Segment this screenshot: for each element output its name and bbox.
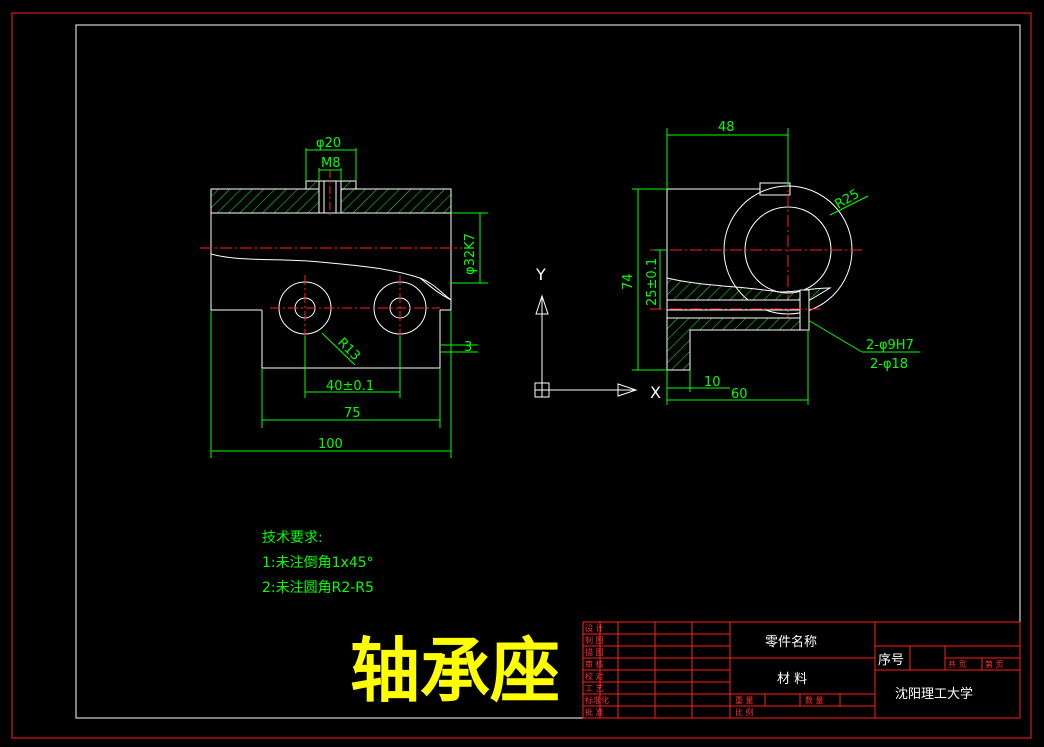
left-view: φ20 M8 φ32K7 R13 3 40±0.1 75 100	[200, 136, 488, 458]
y-axis-label: Y	[535, 265, 546, 284]
tb-row-1: 设 计	[585, 623, 604, 633]
dim-74: 74	[621, 273, 636, 290]
dim-75: 75	[344, 406, 361, 421]
tb-row-7: 标准化	[585, 695, 609, 705]
dim-3: 3	[464, 340, 472, 355]
dim-60: 60	[731, 387, 748, 402]
tb-row-4: 审 核	[585, 659, 604, 669]
dim-phi20: φ20	[316, 136, 341, 151]
dim-100: 100	[318, 437, 343, 452]
tb-pages-total: 共 页	[948, 660, 967, 669]
tb-quantity: 数 量	[805, 695, 824, 705]
dim-48: 48	[718, 120, 735, 135]
tb-weight: 重 量	[735, 695, 754, 705]
tb-school: 沈阳理工大学	[895, 686, 973, 702]
axes-symbol: Y X	[534, 265, 661, 402]
dim-r13: R13	[334, 335, 363, 364]
technical-requirements: 技术要求: 1:未注倒角1x45° 2:未注圆角R2-R5	[262, 530, 374, 596]
outer-frame	[11, 12, 1032, 739]
tb-row-3: 描 图	[585, 647, 604, 657]
x-axis-label: X	[650, 383, 661, 402]
tb-row-8: 批 准	[585, 707, 604, 717]
tb-serial: 序号	[878, 653, 904, 668]
tb-row-6: 工 艺	[585, 684, 604, 693]
tb-part-name: 零件名称	[765, 634, 817, 650]
dim-r25: R25	[833, 187, 863, 213]
dim-40: 40±0.1	[326, 379, 374, 394]
tb-row-2: 制 图	[585, 635, 604, 645]
notes-line-1: 1:未注倒角1x45°	[262, 555, 374, 571]
tb-row-5: 校 对	[585, 671, 604, 681]
title-block: 设 计 制 图 描 图 审 核 校 对 工 艺 标准化 批 准 零件名称 材 料…	[582, 621, 1021, 719]
dim-2phi18: 2-φ18	[870, 357, 908, 372]
inner-frame	[75, 24, 1021, 719]
tb-scale: 比 例	[735, 707, 754, 717]
tb-pages-current: 第 页	[985, 659, 1004, 669]
notes-line-2: 2:未注圆角R2-R5	[262, 580, 374, 596]
right-view: 48 R25 74 25±0.1 2-φ9H7 2-φ18 10 60	[621, 120, 920, 405]
drawing-title: 轴承座	[350, 630, 560, 712]
dim-10: 10	[704, 375, 721, 390]
dim-phi32k7: φ32K7	[463, 233, 478, 275]
dim-25: 25±0.1	[645, 258, 660, 306]
dim-2phi9h7: 2-φ9H7	[866, 338, 914, 353]
tb-material: 材 料	[777, 672, 807, 687]
dim-m8: M8	[321, 156, 341, 171]
notes-heading: 技术要求:	[262, 530, 323, 546]
